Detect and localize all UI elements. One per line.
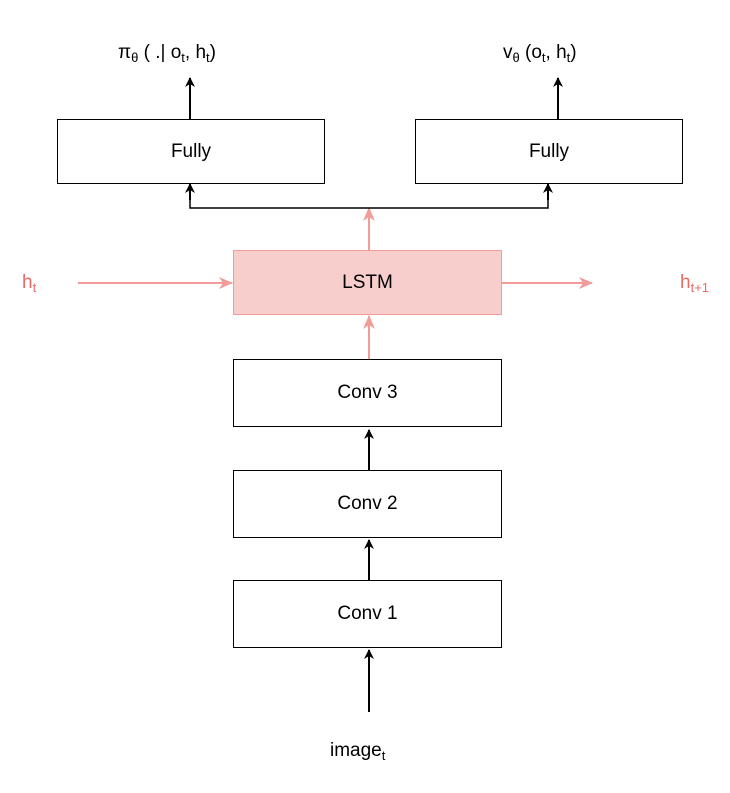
conv3-box: Conv 3 — [233, 359, 502, 427]
value-output-label: vθ (ot, ht) — [503, 42, 577, 65]
fully-value-box: Fully — [415, 119, 683, 184]
theta-subscript: θ — [131, 50, 139, 65]
pi-symbol: π — [118, 42, 132, 63]
image-input-label: imaget — [330, 740, 386, 763]
hidden-state-out-label: ht+1 — [680, 272, 710, 295]
lstm-box: LSTM — [233, 250, 502, 315]
fully-policy-box: Fully — [57, 119, 325, 184]
conv2-box: Conv 2 — [233, 470, 502, 538]
policy-output-label: πθ ( .| ot, ht) — [118, 42, 216, 65]
conv1-box: Conv 1 — [233, 580, 502, 648]
theta-subscript: θ — [512, 50, 520, 65]
split-line — [189, 196, 549, 209]
hidden-state-in-label: ht — [22, 272, 37, 295]
